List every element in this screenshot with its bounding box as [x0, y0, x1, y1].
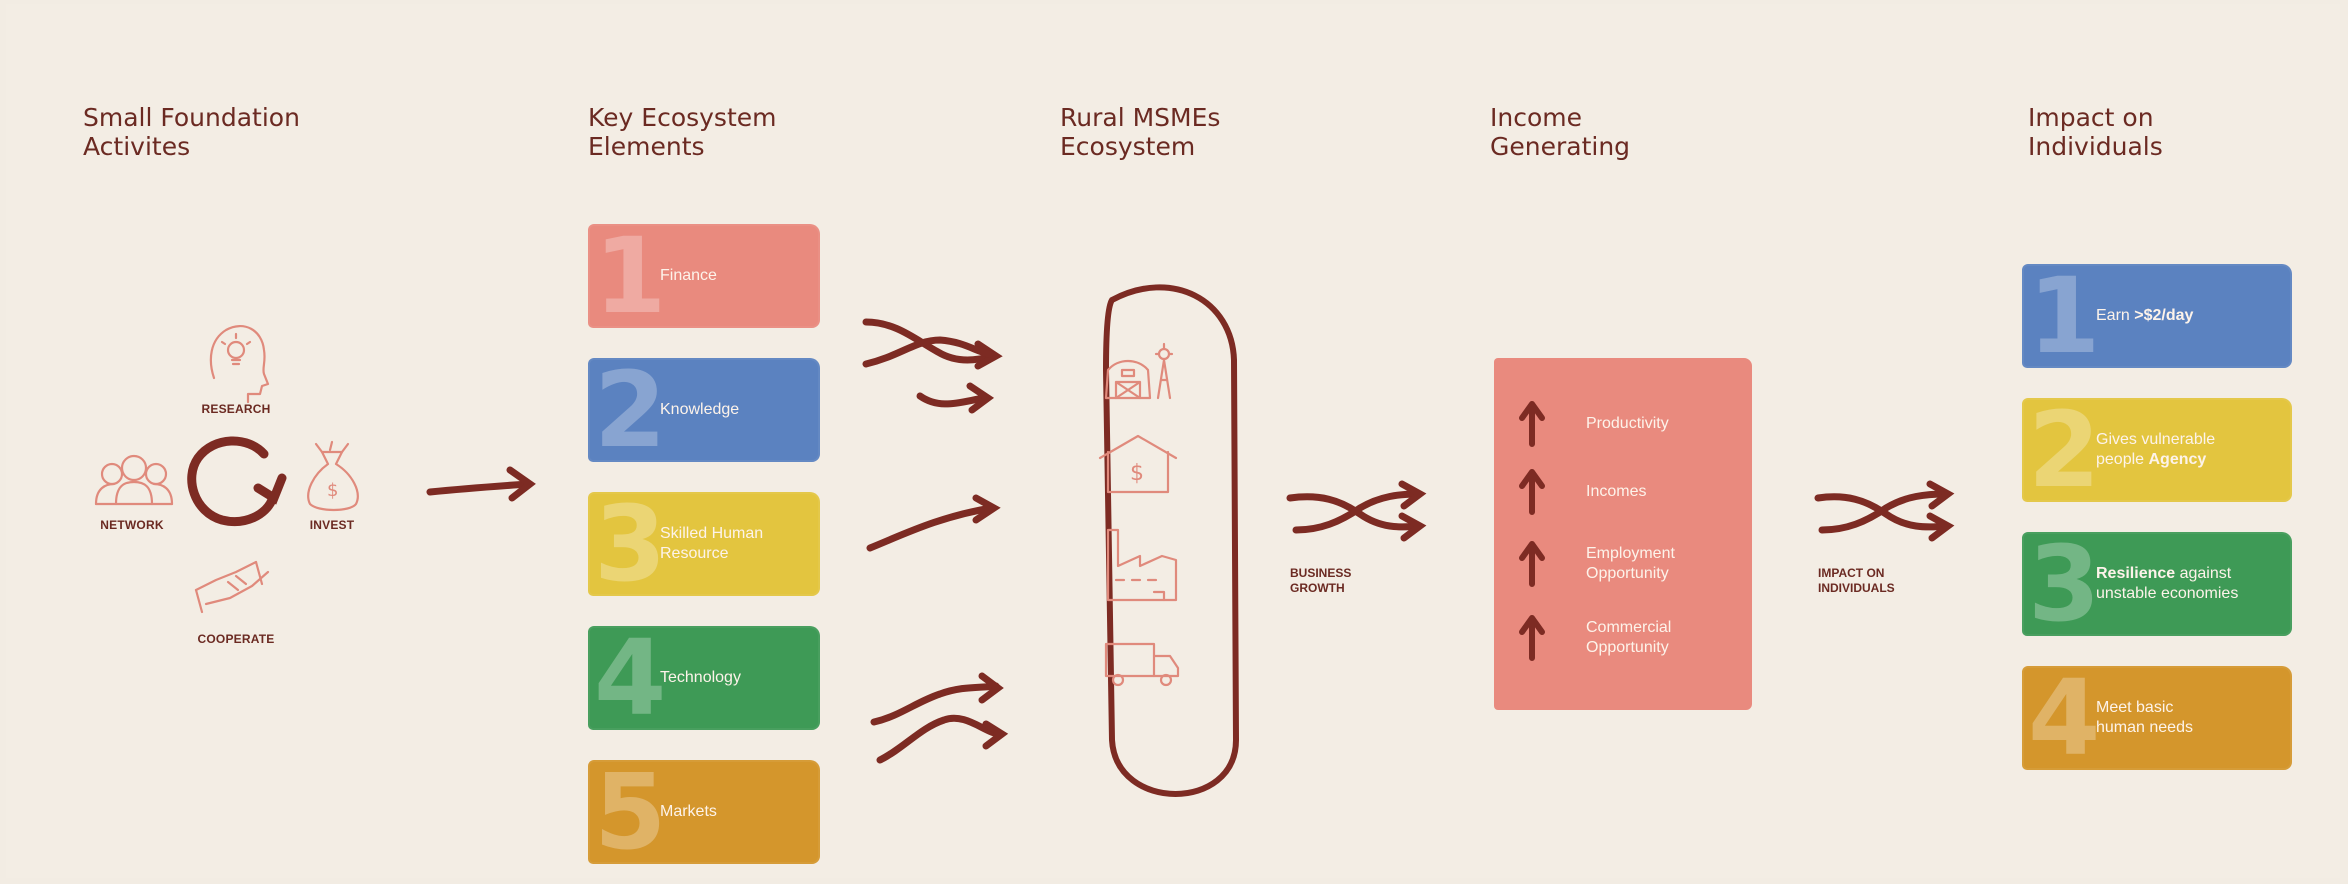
diagram-canvas [6, 4, 2340, 878]
arrows-elements-to-ecosystem [862, 318, 1009, 764]
element-label: Knowledge [660, 401, 740, 418]
arrow-activities-to-elements [426, 466, 536, 502]
label-cooperate: COOPERATE [197, 632, 275, 646]
impact-label: Gives vulnerable people Agency [2096, 431, 2216, 468]
impact-number: 3 [2028, 523, 2101, 645]
network-people-icon [94, 454, 174, 506]
element-label: Finance [660, 267, 717, 284]
ecosystem-capsule [1102, 284, 1240, 797]
label-invest: INVEST [309, 518, 355, 532]
element-number: 1 [594, 215, 667, 337]
element-card-finance: 1 Finance [588, 218, 820, 334]
element-label: Skilled Human Resource [660, 525, 764, 562]
element-label: Technology [660, 669, 741, 686]
title-income-generating: Income Generating [1490, 103, 1631, 161]
impact-number: 4 [2028, 657, 2101, 779]
arrows-impact-on-individuals [1814, 480, 1955, 542]
impact-card-earn: 1 Earn >$2/day [2022, 258, 2292, 374]
barn-icon [1104, 342, 1174, 400]
arrows-business-growth [1286, 480, 1427, 542]
money-bag-icon: $ [307, 440, 359, 512]
element-number: 3 [594, 483, 667, 605]
truck-icon [1104, 642, 1180, 687]
cycle-arrow-icon [187, 436, 287, 526]
impact-card-resilience: 3 Resilience against unstable economies [2022, 526, 2292, 642]
impact-label: Meet basic human needs [2096, 699, 2193, 736]
up-arrow-icon [1519, 469, 1545, 515]
impact-label: Resilience against unstable economies [2096, 565, 2239, 602]
income-generating-box: Productivity Incomes Employment Opportun… [1494, 358, 1752, 710]
income-label: Commercial Opportunity [1586, 619, 1672, 656]
house-dollar-icon: $ [1098, 434, 1178, 494]
svg-text:$: $ [1130, 461, 1144, 486]
impact-card-agency: 2 Gives vulnerable people Agency [2022, 392, 2292, 508]
element-card-knowledge: 2 Knowledge [588, 352, 820, 468]
up-arrow-icon [1519, 541, 1545, 587]
income-label: Employment Opportunity [1586, 545, 1675, 582]
impact-number: 1 [2028, 255, 2101, 377]
svg-text:$: $ [327, 480, 338, 501]
title-impact-on-individuals: Impact on Individuals [2028, 103, 2163, 161]
impact-label: Earn >$2/day [2096, 307, 2194, 324]
element-number: 2 [594, 349, 667, 471]
label-research: RESEARCH [201, 402, 271, 416]
impact-card-basic-needs: 4 Meet basic human needs [2022, 660, 2292, 776]
element-number: 4 [594, 617, 667, 739]
income-label: Incomes [1586, 483, 1647, 500]
title-small-foundation-activities: Small Foundation Activites [83, 103, 300, 161]
element-card-technology: 4 Technology [588, 620, 820, 736]
element-card-markets: 5 Markets [588, 754, 820, 870]
up-arrow-icon [1519, 401, 1545, 447]
income-item-commercial-opportunity: Commercial Opportunity [1494, 608, 1752, 668]
title-key-ecosystem-elements: Key Ecosystem Elements [588, 103, 777, 161]
label-business-growth: BUSINESS GROWTH [1290, 566, 1352, 595]
element-card-skilled-human-resource: 3 Skilled Human Resource [588, 486, 820, 602]
income-item-employment-opportunity: Employment Opportunity [1494, 534, 1752, 594]
factory-icon [1106, 528, 1178, 602]
element-number: 5 [594, 751, 667, 873]
lightbulb-head-icon [209, 324, 270, 404]
label-impact-on-individuals: IMPACT ON INDIVIDUALS [1818, 566, 1895, 595]
label-network: NETWORK [100, 518, 164, 532]
income-item-productivity: Productivity [1494, 394, 1752, 454]
impact-number: 2 [2028, 389, 2101, 511]
title-rural-msmes-ecosystem: Rural MSMEs Ecosystem [1060, 103, 1221, 161]
income-item-incomes: Incomes [1494, 462, 1752, 522]
handshake-icon [194, 560, 270, 614]
up-arrow-icon [1519, 615, 1545, 661]
income-label: Productivity [1586, 415, 1669, 432]
element-label: Markets [660, 803, 717, 820]
